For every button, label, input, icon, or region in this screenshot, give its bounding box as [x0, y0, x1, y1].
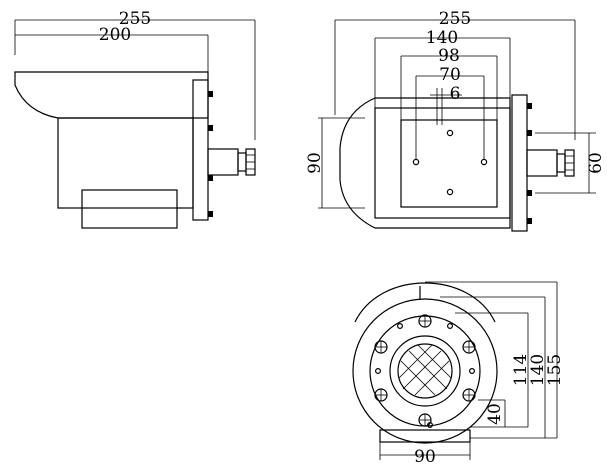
front-dim-140-label: 140 — [528, 354, 548, 386]
front-dim-90-label: 90 — [414, 447, 436, 466]
top-cable-gland — [526, 149, 575, 177]
top-dim-60-lines — [535, 132, 596, 194]
top-dim-98-label: 98 — [438, 46, 460, 66]
top-dim-90-label: 90 — [305, 152, 325, 174]
rear-flange — [192, 79, 209, 221]
front-screw-heads — [374, 314, 476, 427]
front-dim-114-label: 114 — [511, 354, 531, 386]
side-view: 255 200 — [14, 9, 256, 229]
cable-gland — [207, 148, 256, 176]
side-dim-200 — [15, 34, 209, 78]
side-dim-255 — [14, 19, 256, 140]
mounting-bracket — [81, 189, 178, 229]
top-dim-60-label: 60 — [586, 152, 606, 174]
front-lens-ring — [389, 335, 461, 407]
top-inner-plate — [374, 107, 511, 219]
front-dim-40-label: 40 — [485, 403, 505, 425]
top-dim-90-lines — [318, 117, 365, 209]
flange-bolts — [208, 91, 213, 217]
top-dim-255-label: 255 — [439, 9, 471, 29]
sunshade-hood — [14, 71, 209, 119]
top-flange-bolts — [527, 103, 532, 224]
top-dim-70-label: 70 — [439, 65, 461, 85]
front-view: 114 140 155 40 90 — [352, 281, 565, 466]
front-dim-90-lines — [379, 442, 471, 460]
top-dim-6-label: 6 — [450, 84, 461, 104]
top-plate-holes — [412, 129, 488, 196]
housing-body — [57, 117, 194, 209]
front-sunshade-arc — [354, 282, 496, 323]
top-dim-70 — [415, 75, 485, 160]
front-flange-ring — [369, 315, 481, 427]
top-dim-255 — [334, 19, 576, 140]
front-dim-155-label: 155 — [545, 354, 565, 386]
top-dim-140-label: 140 — [426, 28, 458, 48]
top-view: 255 140 98 70 6 90 60 — [305, 9, 606, 232]
top-dim-6 — [430, 88, 462, 125]
side-dim-255-label: 255 — [119, 9, 151, 29]
top-rear-flange — [511, 94, 528, 232]
side-dim-200-label: 200 — [99, 25, 131, 45]
front-lens — [397, 343, 453, 399]
top-dim-98 — [400, 55, 498, 120]
front-lens-grid — [398, 344, 452, 396]
front-outer-ring — [352, 298, 498, 444]
top-mount-plate — [400, 119, 498, 208]
top-housing-outline — [339, 97, 511, 229]
front-small-holes — [375, 323, 476, 429]
front-base-foot — [379, 429, 471, 443]
front-dim-lines — [425, 281, 558, 439]
